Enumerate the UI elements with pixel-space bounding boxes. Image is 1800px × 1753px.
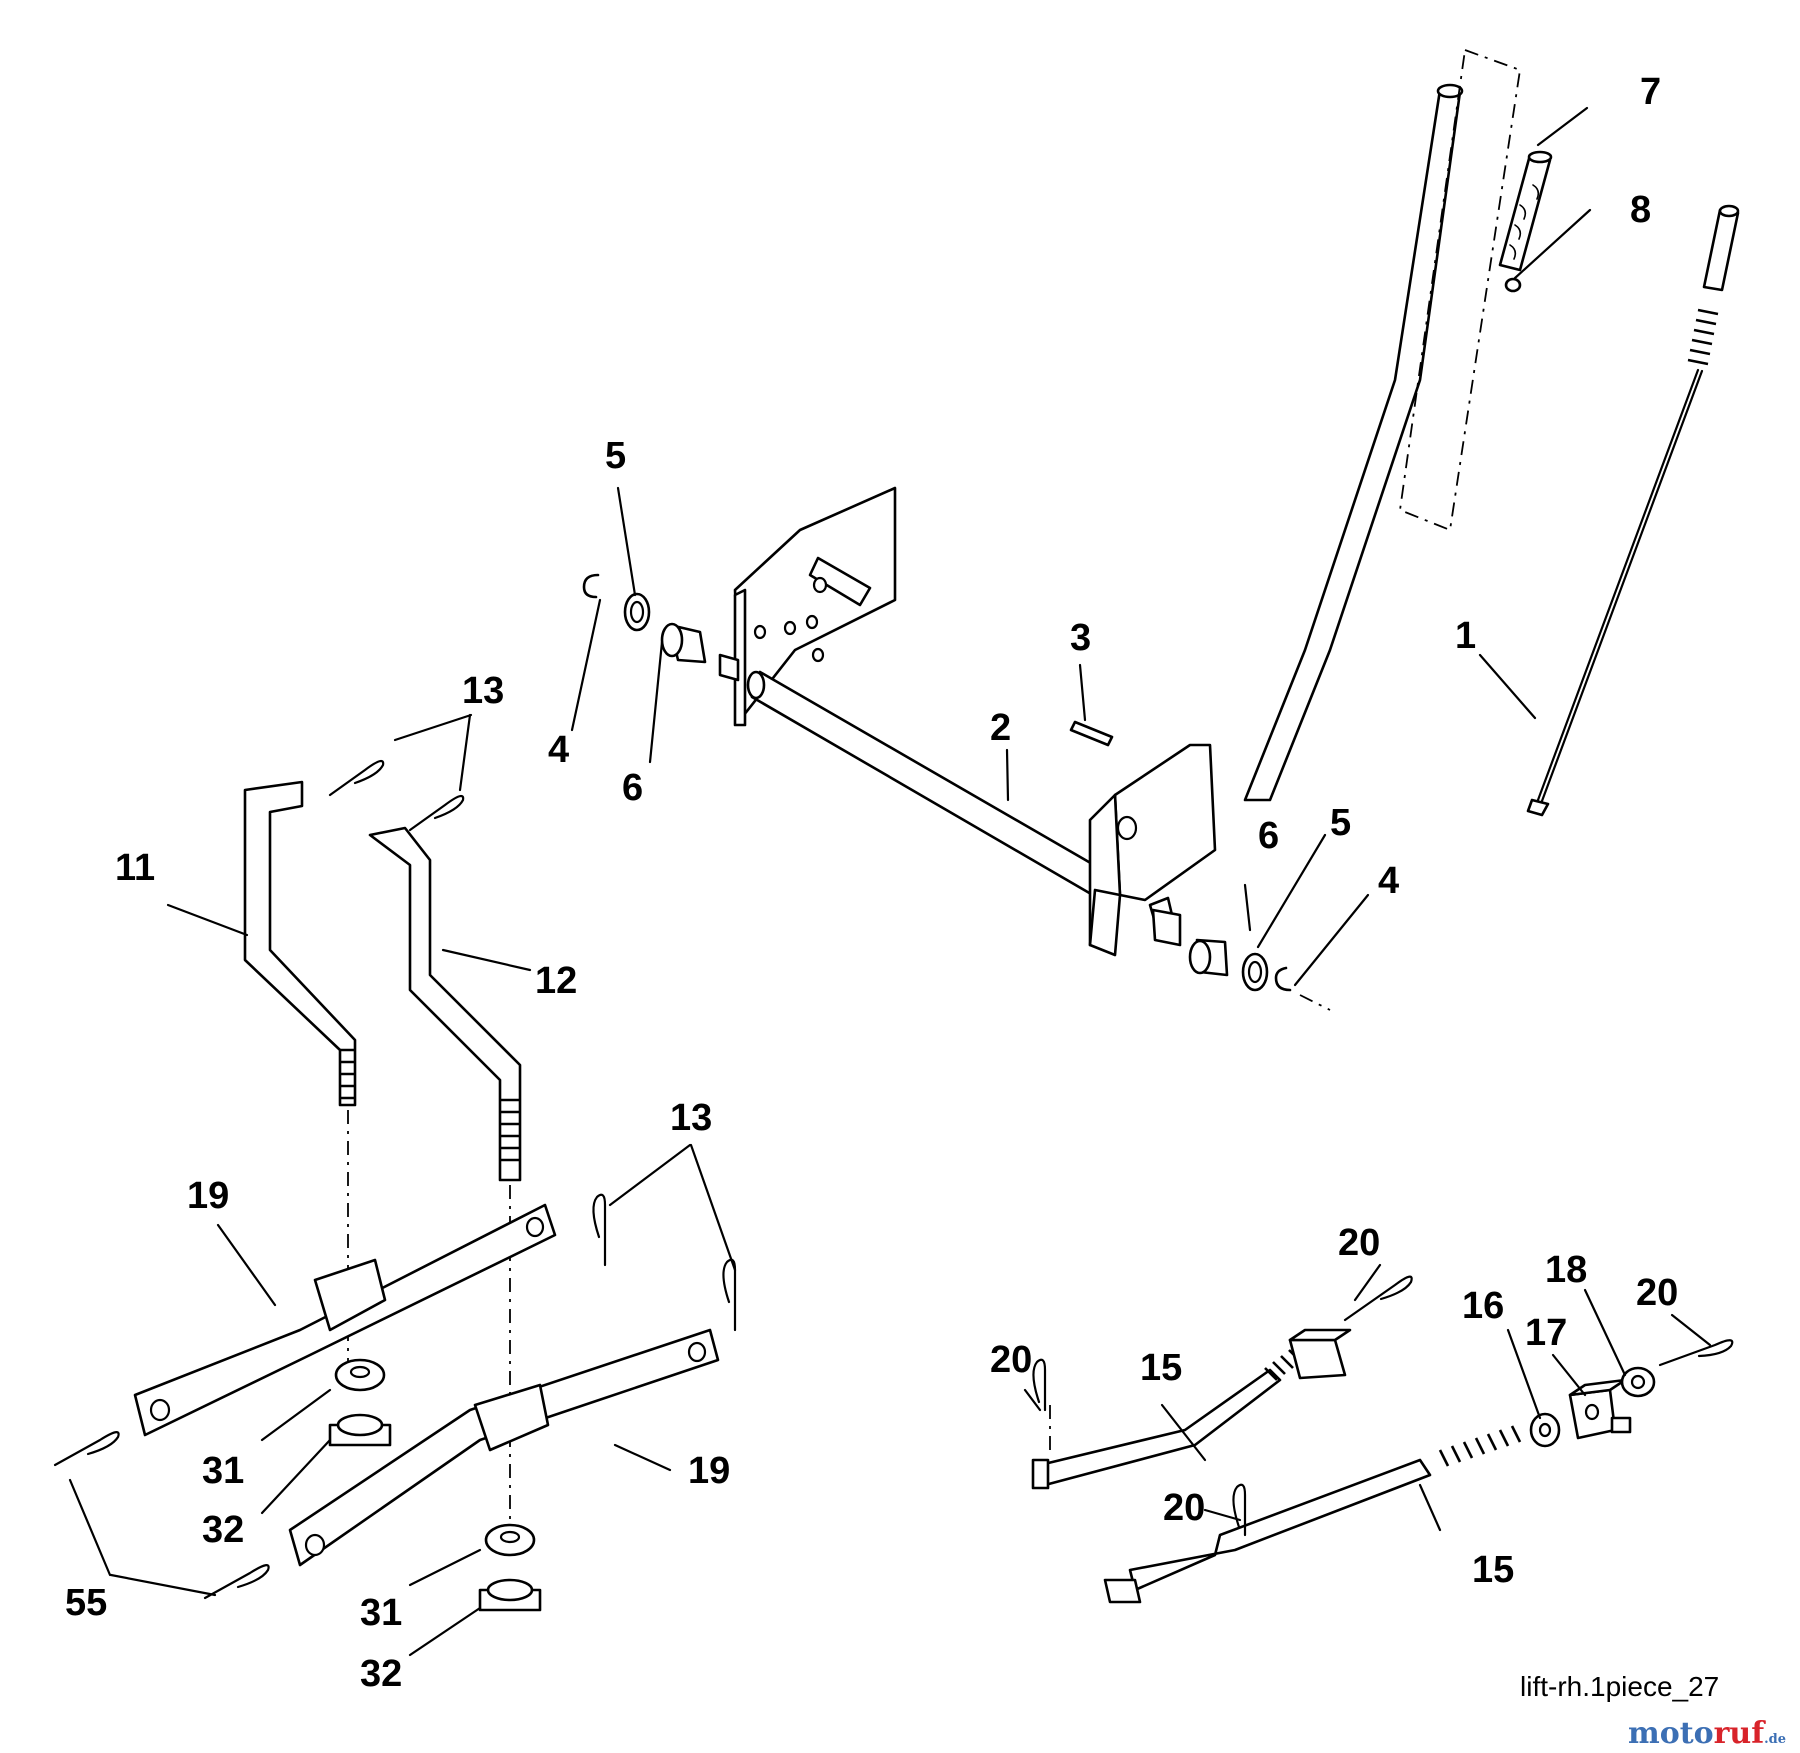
right-shaft-hardware <box>1151 908 1331 1011</box>
jam-nut <box>1529 1412 1561 1448</box>
callout-2: 2 <box>990 707 1011 749</box>
callout-13-upper: 13 <box>462 670 504 712</box>
callout-20-left: 20 <box>990 1339 1032 1381</box>
callout-1: 1 <box>1455 615 1476 657</box>
callout-15-lower: 15 <box>1472 1549 1514 1591</box>
callout-6-right: 6 <box>1258 815 1279 857</box>
callout-15-upper: 15 <box>1140 1347 1182 1389</box>
callout-17: 17 <box>1525 1312 1567 1354</box>
hairpin-clips-55 <box>53 1431 270 1600</box>
callout-6-left: 6 <box>622 767 643 809</box>
lift-arm-upper <box>133 1203 557 1437</box>
lift-handle <box>1243 48 1522 802</box>
callout-13-side: 13 <box>670 1097 712 1139</box>
watermark-tld: .de <box>1764 1732 1786 1747</box>
watermark-part-b: ruf <box>1713 1716 1765 1751</box>
callout-11: 11 <box>115 847 155 889</box>
lift-arm-lower <box>288 1328 720 1567</box>
callout-20-mid: 20 <box>1163 1487 1205 1529</box>
watermark-part-a: moto <box>1627 1716 1714 1751</box>
hairpin-clips-20 <box>1032 1275 1734 1537</box>
lift-shaft <box>718 653 1122 907</box>
callout-31-lower: 31 <box>360 1592 402 1634</box>
swivel-bushing <box>1620 1366 1656 1398</box>
adjust-rod-lower <box>1103 1425 1522 1604</box>
callout-18: 18 <box>1545 1249 1587 1291</box>
lift-link-right <box>368 826 522 1182</box>
callout-20-top: 20 <box>1338 1222 1380 1264</box>
hairpin-clips-side <box>592 1193 737 1332</box>
leader-lines <box>68 106 1712 1657</box>
left-shaft-hardware <box>582 573 707 664</box>
callout-4-right: 4 <box>1378 860 1399 902</box>
callout-4-left: 4 <box>548 729 569 771</box>
shaft-end-bracket <box>1088 743 1217 957</box>
spacer-nut-lower <box>478 1523 542 1612</box>
lift-link-left <box>243 780 357 1107</box>
callout-55: 55 <box>65 1582 107 1624</box>
mounting-bracket <box>733 486 897 727</box>
callout-7: 7 <box>1640 71 1661 113</box>
callout-5-right: 5 <box>1330 802 1351 844</box>
callout-32-lower: 32 <box>360 1653 402 1695</box>
callout-19-lower: 19 <box>688 1450 730 1492</box>
callout-12: 12 <box>535 960 577 1002</box>
callout-31-upper: 31 <box>202 1450 244 1492</box>
watermark-logo: motoruf.de <box>1628 1716 1786 1751</box>
spacer-nut-upper <box>328 1358 392 1447</box>
adjust-rod-upper <box>1031 1328 1352 1490</box>
callout-20-right: 20 <box>1636 1272 1678 1314</box>
callout-19-upper: 19 <box>187 1175 229 1217</box>
callout-16: 16 <box>1462 1285 1504 1327</box>
lift-spring-rod <box>1526 204 1740 817</box>
callout-5-left: 5 <box>605 435 626 477</box>
hairpin-clips-upper <box>328 759 465 832</box>
callout-32-upper: 32 <box>202 1509 244 1551</box>
callout-labels: 7 8 1 3 2 5 4 6 6 5 4 13 11 12 13 19 19 … <box>65 71 1678 1695</box>
roll-pin <box>1069 720 1114 747</box>
drawing-code: lift-rh.1piece_27 <box>1520 1671 1719 1702</box>
callout-8: 8 <box>1630 189 1651 231</box>
handle-grip <box>1498 150 1553 293</box>
callout-3: 3 <box>1070 617 1091 659</box>
